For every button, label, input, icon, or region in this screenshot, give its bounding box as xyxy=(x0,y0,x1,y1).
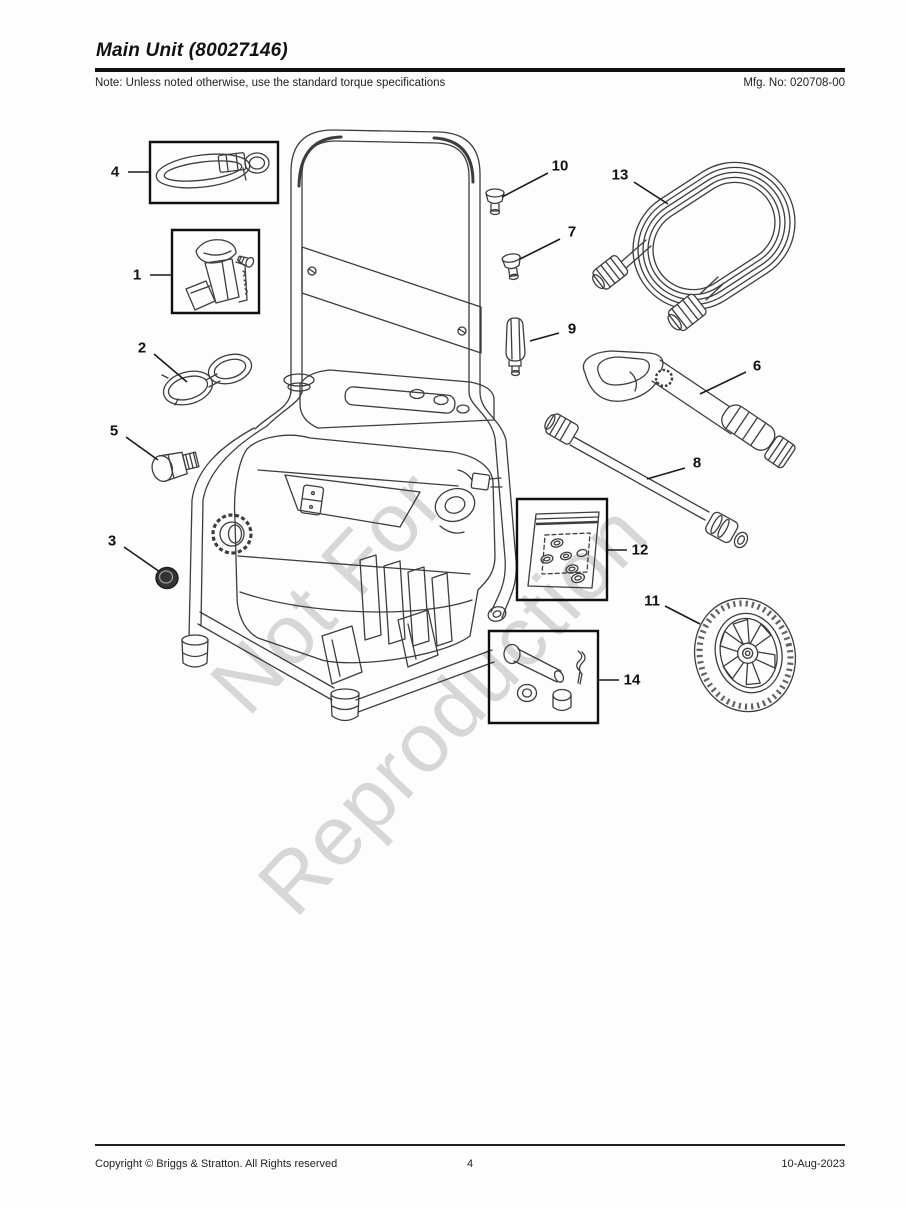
part-5-fitting xyxy=(149,447,200,483)
handle-grip-right xyxy=(434,138,473,182)
page-title: Main Unit (80027146) xyxy=(96,40,288,61)
title-rule xyxy=(95,68,845,72)
part-11-wheel xyxy=(683,588,808,723)
callout-leader-9 xyxy=(530,333,559,341)
callout-label-13: 13 xyxy=(612,167,629,184)
handle-grip-left xyxy=(299,137,341,186)
callout-label-10: 10 xyxy=(552,158,569,175)
callout-label-2: 2 xyxy=(138,340,146,357)
callout-label-7: 7 xyxy=(568,224,576,241)
skid-foot-left xyxy=(322,626,362,684)
part-12-oring-kit xyxy=(528,512,599,588)
power-switch xyxy=(300,485,324,516)
page-footer: Copyright © Briggs & Stratton. All Right… xyxy=(95,1144,845,1170)
callout-leader-2 xyxy=(154,354,187,382)
callout-leader-8 xyxy=(647,468,685,479)
skid-foot-right xyxy=(398,610,438,667)
callout-leader-3 xyxy=(124,547,160,572)
frame-legs xyxy=(182,392,516,721)
callout-label-1: 1 xyxy=(133,267,141,284)
callout-label-3: 3 xyxy=(108,533,116,550)
part-14-axle-kit xyxy=(504,645,585,711)
part-2-cap-rings xyxy=(160,349,255,410)
callout-label-9: 9 xyxy=(568,321,576,338)
copyright-text: Copyright © Briggs & Stratton. All Right… xyxy=(95,1157,338,1170)
page-number: 4 xyxy=(466,1157,474,1170)
part-13-hose xyxy=(588,139,818,334)
hose-coupling-a xyxy=(588,254,629,293)
power-plug xyxy=(458,470,502,490)
part-1-gun-holder xyxy=(186,240,255,310)
hose-knob xyxy=(213,515,251,553)
footer-rule xyxy=(95,1144,845,1146)
part-6-spray-gun xyxy=(583,351,796,469)
part-7-nozzle xyxy=(502,253,523,281)
callout-label-6: 6 xyxy=(753,358,761,375)
tank-top xyxy=(255,370,494,429)
date-text: 10-Aug-2023 xyxy=(781,1157,845,1170)
callout-label-4: 4 xyxy=(111,164,120,181)
handle-panel xyxy=(302,247,481,353)
part-12-box xyxy=(517,499,607,600)
torque-note: Note: Unless noted otherwise, use the st… xyxy=(95,77,446,89)
left-foot xyxy=(182,635,208,667)
part-9-adapter xyxy=(506,318,525,376)
bushing xyxy=(553,690,571,711)
hose-coupling-b xyxy=(663,293,707,335)
page-header: Main Unit (80027146) Note: Unless noted … xyxy=(95,40,845,89)
callout-label-14: 14 xyxy=(624,672,641,689)
callout-leader-10 xyxy=(502,173,548,197)
callout-label-12: 12 xyxy=(632,542,649,559)
callout-leader-6 xyxy=(700,372,746,394)
pump-housing xyxy=(213,435,502,684)
part-8-wand xyxy=(541,411,750,550)
callout-leader-11 xyxy=(665,606,700,624)
vent-slats xyxy=(360,555,452,646)
callout-label-11: 11 xyxy=(644,593,660,610)
cotter-pin xyxy=(577,651,585,684)
screw xyxy=(237,253,255,269)
part-3-cap xyxy=(156,568,178,589)
part-10-nozzle xyxy=(486,189,504,215)
control-recess xyxy=(285,475,420,527)
part-14-box xyxy=(489,631,598,723)
center-foot xyxy=(331,689,359,721)
part-1-box xyxy=(172,230,259,313)
callout-label-8: 8 xyxy=(693,455,701,472)
part-4-strap xyxy=(154,149,269,192)
callout-label-5: 5 xyxy=(110,423,118,440)
mfg-number: Mfg. No: 020708-00 xyxy=(743,77,845,89)
callout-leader-13 xyxy=(634,182,668,204)
frame-handle-assembly xyxy=(291,130,481,393)
callout-leader-5 xyxy=(126,437,158,460)
callout-leader-7 xyxy=(520,239,560,259)
